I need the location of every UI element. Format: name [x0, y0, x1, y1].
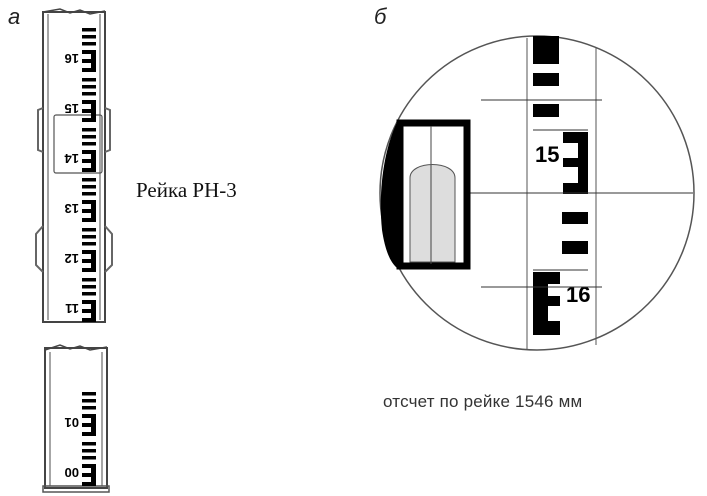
rod-label-16: 16	[65, 51, 79, 66]
rod-title: Рейка РН-3	[136, 178, 237, 202]
rod-tick	[82, 242, 96, 246]
rod-label-12: 12	[65, 251, 79, 266]
panel-a-letter: а	[8, 4, 21, 29]
rod-tick	[82, 92, 96, 96]
lower-leveling-rod: 01 00	[42, 344, 110, 493]
rod-tick	[82, 456, 96, 460]
panel-b-letter: б	[374, 4, 387, 29]
rod-tick	[82, 135, 96, 139]
rod-tick	[82, 28, 96, 32]
rod-e-mark	[82, 200, 96, 222]
view-label-15: 15	[535, 142, 559, 167]
view-label-16: 16	[566, 282, 590, 307]
rod-label-14: 14	[64, 151, 79, 166]
rod-tick	[82, 85, 96, 89]
rod-label-13: 13	[65, 201, 79, 216]
rod-tick	[82, 278, 96, 282]
rod-e-mark	[82, 250, 96, 272]
rod-e-mark	[82, 414, 96, 436]
rod-tick	[82, 449, 96, 453]
rod-e-mark	[82, 464, 96, 486]
rod-label-11: 11	[65, 301, 79, 316]
rod-tick	[82, 128, 96, 132]
rod-e-mark	[82, 100, 96, 122]
rod-e-mark	[82, 150, 96, 172]
telescope-field-of-view: 15 16	[379, 35, 695, 351]
rod-tick	[82, 185, 96, 189]
rod-tick	[82, 235, 96, 239]
rod-tick	[82, 35, 96, 39]
level-bubble-window	[380, 119, 471, 270]
rod-tick	[82, 78, 96, 82]
rod-e-mark	[82, 300, 96, 322]
rod-label-15: 15	[65, 101, 79, 116]
rod-tick	[82, 285, 96, 289]
rod-tick	[82, 442, 96, 446]
rod-tick	[82, 406, 96, 410]
rod-tick	[82, 399, 96, 403]
rod-tick	[82, 142, 96, 146]
rod-e-mark	[82, 50, 96, 72]
rod-label-00: 00	[65, 465, 79, 480]
rod-tick	[82, 192, 96, 196]
rod-tick	[82, 42, 96, 46]
rod-label-01: 01	[65, 415, 79, 430]
rod-tick	[82, 228, 96, 232]
upper-leveling-rod: 16 15 14 13 12 11	[35, 8, 113, 323]
rod-tick	[82, 178, 96, 182]
rod-tick	[82, 392, 96, 396]
reading-caption: отсчет по рейке 1546 мм	[383, 392, 583, 411]
rod-tick	[82, 292, 96, 296]
